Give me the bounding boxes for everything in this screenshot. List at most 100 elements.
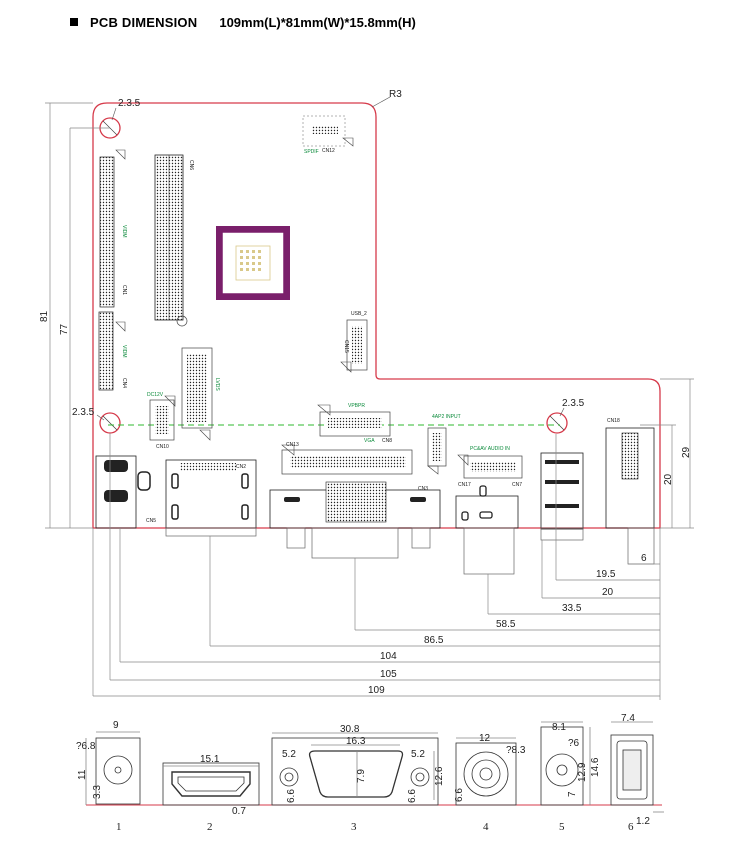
left-height-dims: [45, 102, 110, 529]
hole-label-left: 2.3.5: [72, 407, 95, 418]
av-jack-board: [540, 452, 584, 530]
mounting-holes: [99, 117, 568, 434]
front-number-1: 1: [116, 821, 122, 833]
label-keybr-2: VIDM: [121, 345, 127, 358]
dim-58-5: 58.5: [496, 619, 516, 630]
dc-jack-board: [95, 455, 151, 529]
front3-left-height: 6.6: [286, 789, 297, 803]
front3-inner-height: 7.9: [356, 769, 367, 783]
spdif-connector: [302, 115, 354, 147]
height-label-81: 81: [39, 310, 50, 322]
front1-diameter: ?6.8: [76, 741, 96, 752]
label-cn12: CN12: [322, 148, 335, 154]
usb2-connector: [340, 319, 368, 373]
height-label-29: 29: [681, 446, 692, 458]
usb-port-board: [605, 427, 655, 529]
board-outline: [92, 102, 661, 529]
dim-104: 104: [380, 651, 397, 662]
main-chip: [216, 226, 290, 300]
front-connector-5: [540, 721, 591, 806]
label-cn10: CN10: [156, 444, 169, 450]
front5-diameter: ?6: [568, 738, 580, 749]
dim-109: 109: [368, 685, 385, 696]
front-number-3: 3: [351, 821, 357, 833]
front6-width: 7.4: [621, 713, 635, 724]
height-label-77: 77: [59, 323, 70, 335]
front-connector-6: [610, 721, 664, 813]
left-header-strip: [98, 149, 126, 391]
label-usb2: USB_2: [351, 311, 367, 317]
page-title: PCB DIMENSION: [90, 14, 198, 30]
audio-jack-board: [455, 485, 519, 529]
front2-offset: 0.7: [232, 806, 246, 817]
front5-width: 8.1: [552, 722, 566, 733]
front3-width: 30.8: [340, 724, 360, 735]
label-spdif: SPDIF: [304, 149, 319, 155]
front-number-2: 2: [207, 821, 213, 833]
dim-19-5: 19.5: [596, 569, 616, 580]
label-4ap2-input: 4AP2 INPUT: [432, 414, 461, 420]
dim-105: 105: [380, 669, 397, 680]
connector-protrusions: [165, 527, 655, 575]
corner-radius-label: R3: [389, 89, 402, 100]
label-cn13: CN13: [286, 442, 299, 448]
front-number-4: 4: [483, 821, 489, 833]
bottom-dim-lines: [92, 433, 661, 700]
label-vpbpr: VPBPR: [348, 403, 365, 409]
front3-inner-width: 16.3: [346, 736, 366, 747]
hole-label-right: 2.3.5: [562, 398, 585, 409]
front1-height: 11: [77, 769, 88, 780]
hdmi-board: [165, 459, 257, 529]
dc12v-connector: [149, 395, 176, 441]
label-cn8: CN8: [382, 438, 392, 444]
front-number-6: 6: [628, 821, 634, 833]
front-connector-1: [85, 731, 141, 805]
lvds-header: [154, 154, 188, 327]
front1-width: 9: [113, 720, 119, 731]
front1-offset: 3.3: [92, 785, 103, 799]
dimension-spec: 109mm(L)*81mm(W)*15.8mm(H): [219, 14, 416, 30]
front-number-5: 5: [559, 821, 565, 833]
front3-left-offset: 5.2: [282, 749, 296, 760]
front5-inner-height: 12.9: [577, 762, 588, 782]
label-cn7: CN7: [512, 482, 522, 488]
front-connector-4: [455, 737, 517, 806]
4ap2-input-connector: [427, 427, 447, 475]
front4-width: 12: [479, 733, 491, 744]
label-cn2: CN2: [236, 464, 246, 470]
front5-offset: 7: [567, 791, 578, 797]
front-connector-3: [271, 732, 439, 806]
vpbpr-connector: [317, 404, 391, 437]
right-height-dims: [640, 378, 694, 529]
front2-width: 15.1: [200, 754, 220, 765]
label-keybr: VIDM: [121, 225, 127, 238]
label-cn3: CN3: [418, 486, 428, 492]
page-header: PCB DIMENSION 109mm(L)*81mm(W)*15.8mm(H): [70, 12, 416, 32]
dim-86-5: 86.5: [424, 635, 444, 646]
front3-right-height: 6.6: [407, 789, 418, 803]
front3-right-offset: 5.2: [411, 749, 425, 760]
front-connector-2: [162, 762, 260, 806]
label-vga: VGA: [364, 438, 375, 444]
label-cn1: CN1: [121, 285, 127, 295]
label-cn17: CN17: [458, 482, 471, 488]
hole-label-top: 2.3.5: [118, 98, 141, 109]
front4-offset: 6.6: [454, 788, 465, 802]
label-cn15: CN15: [343, 340, 349, 353]
label-cn5: CN5: [146, 518, 156, 524]
label-vidm: LVDS: [214, 378, 220, 391]
dim-6: 6: [641, 553, 647, 564]
vidm-connector: [181, 347, 213, 441]
vga-header-strip: [281, 444, 413, 475]
dim-20: 20: [602, 587, 614, 598]
pc-av-audio-connector: [457, 454, 523, 479]
bullet-square-icon: [70, 18, 78, 26]
label-pc-av-audio: PC&AV AUDIO IN: [470, 446, 510, 452]
label-dc12v: DC12V: [147, 392, 164, 398]
height-label-20: 20: [663, 473, 674, 485]
vga-port-board: [269, 481, 441, 529]
front5-height: 14.6: [590, 757, 601, 777]
label-cn4: CN4: [121, 378, 127, 388]
label-cn18: CN18: [607, 418, 620, 424]
